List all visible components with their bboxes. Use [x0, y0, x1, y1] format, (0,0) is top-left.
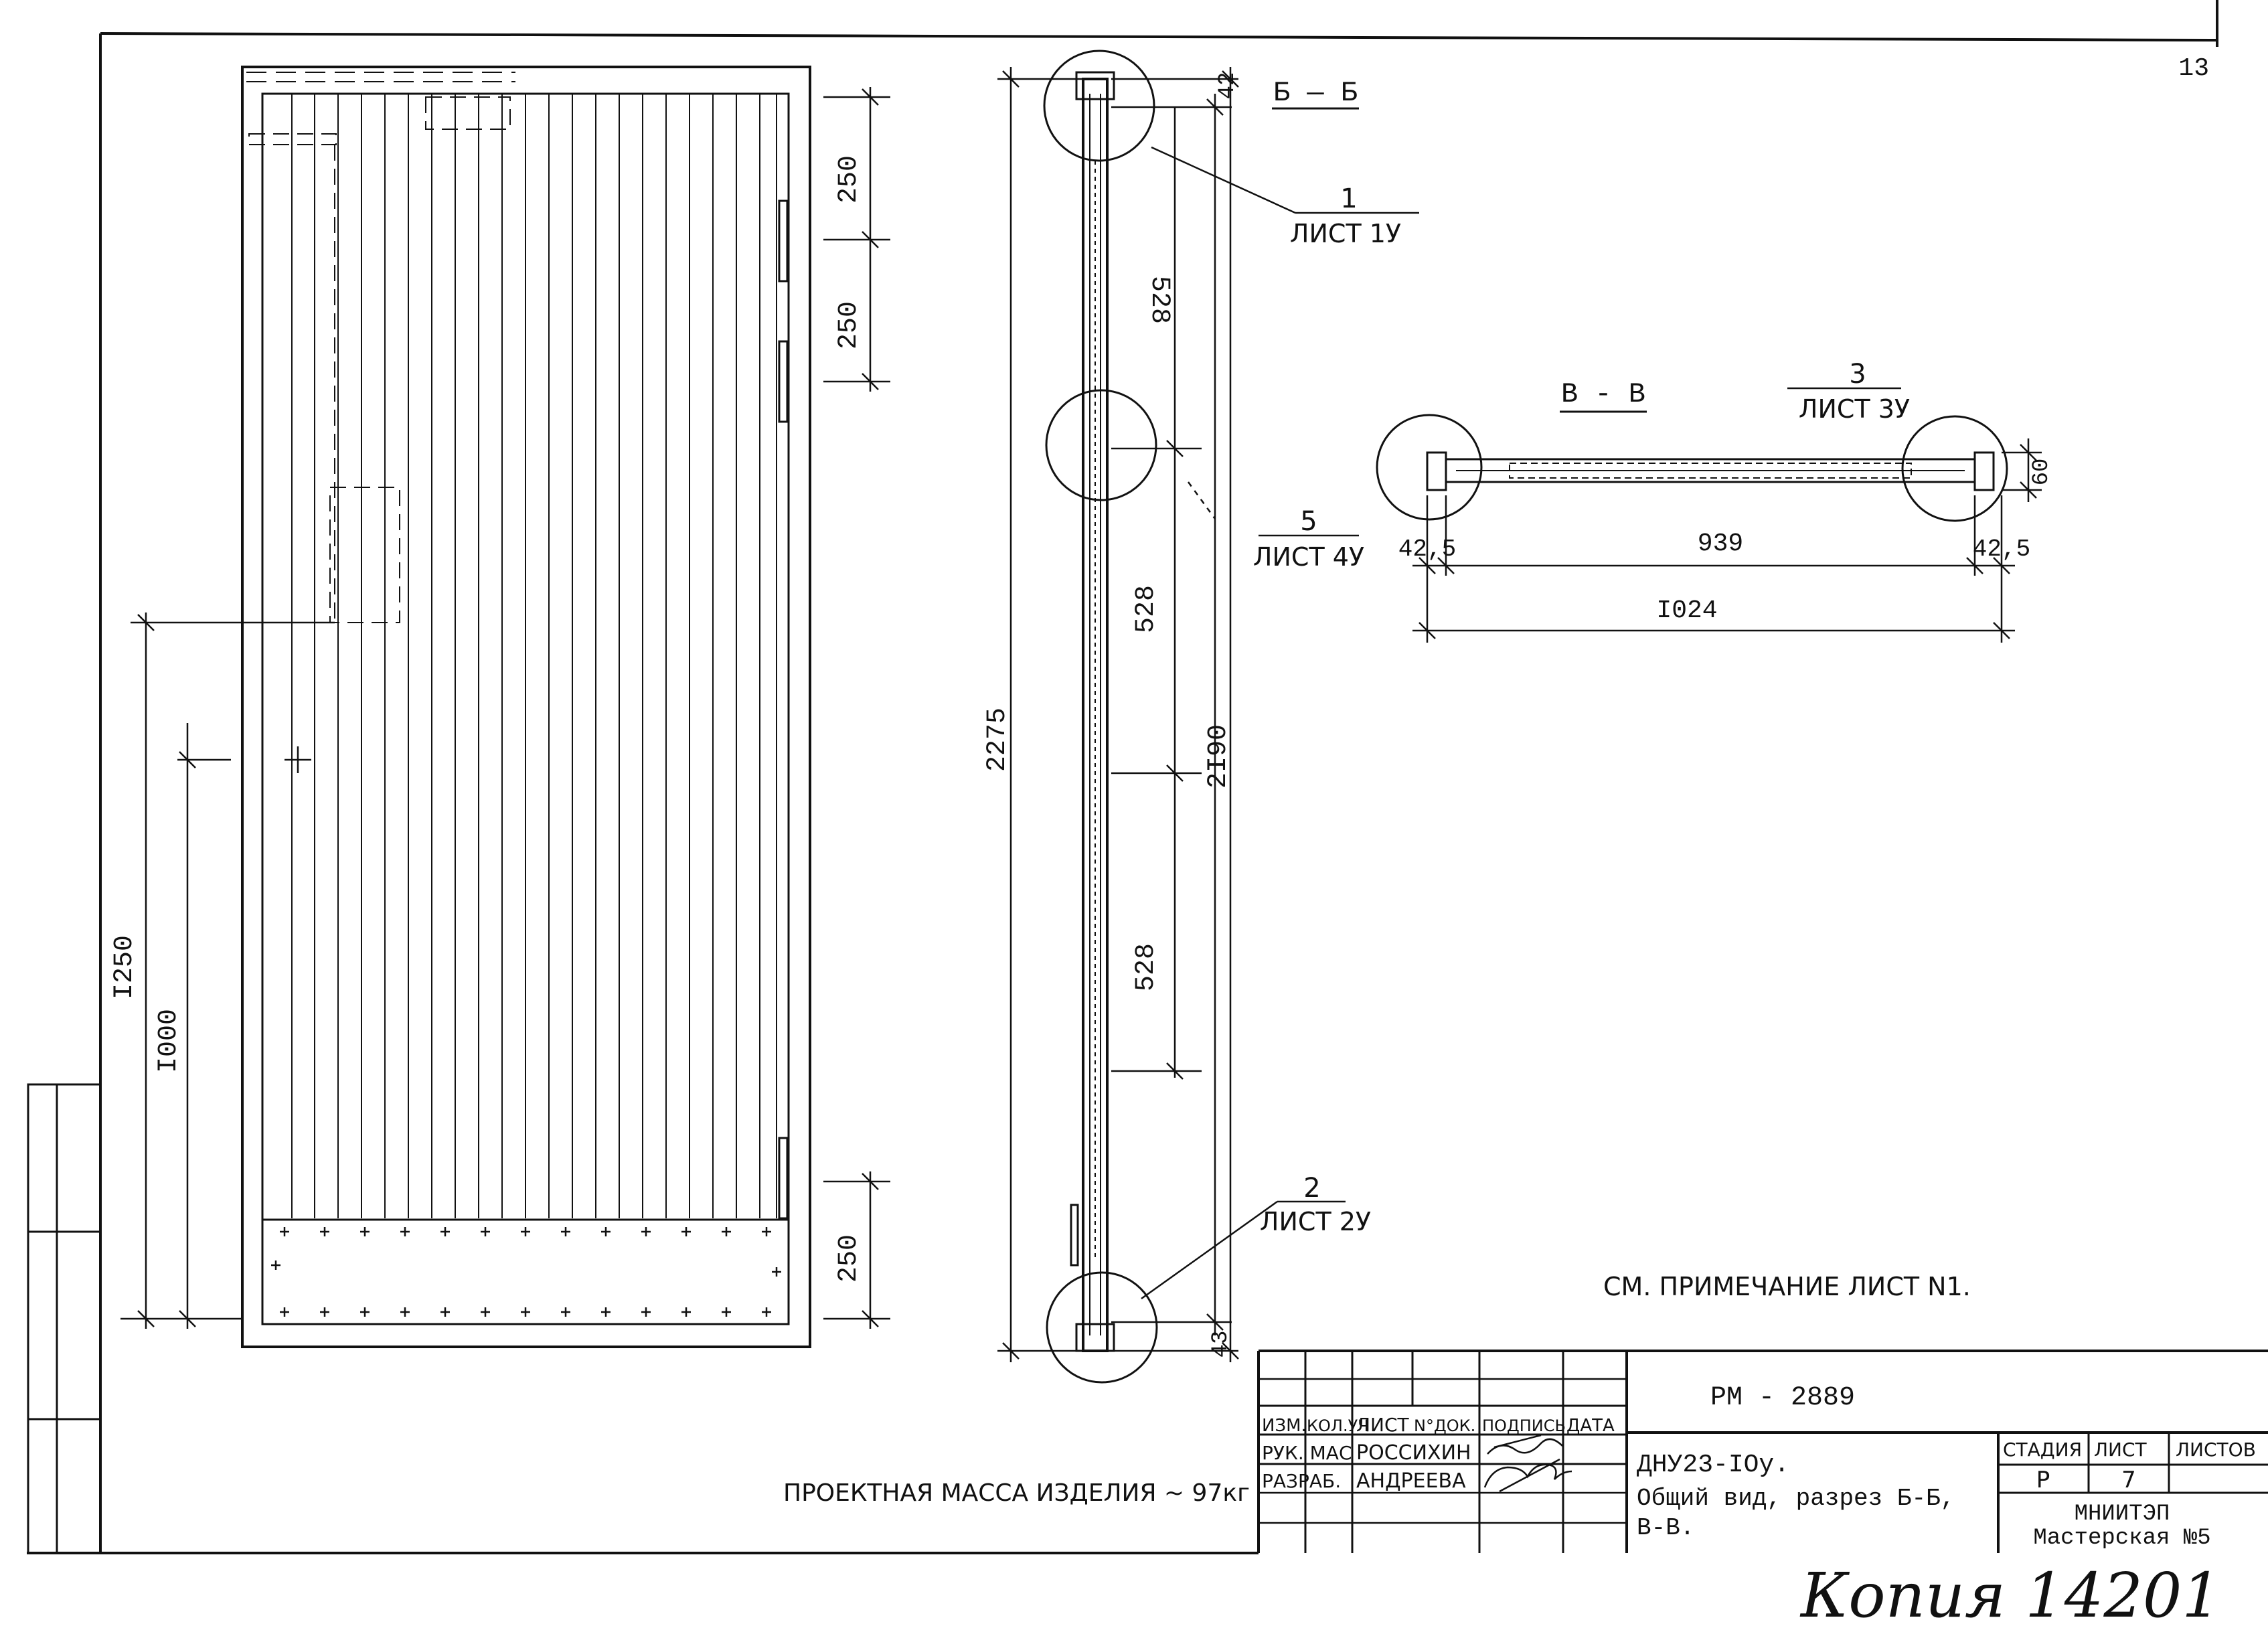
detail-circle-5	[1376, 414, 1483, 521]
dim-528-a: 528	[1144, 276, 1174, 324]
tb-header-doc: N°ДОК.	[1414, 1416, 1475, 1435]
signature-1	[1487, 1434, 1563, 1455]
section-vv-label: В - В	[1561, 378, 1645, 410]
tb-stage-value: Р	[2036, 1467, 2050, 1493]
dim-42-5-left: 42,5	[1398, 536, 1456, 563]
callout-2-sheet: ЛИСТ 2У	[1260, 1207, 1371, 1236]
side-view-dims	[997, 67, 1239, 1362]
tb-stage-label: СТАДИЯ	[2003, 1439, 2082, 1461]
tb-name-1: РОССИХИН	[1356, 1441, 1471, 1465]
front-view	[241, 66, 811, 1348]
front-view-left-dims	[120, 613, 335, 1329]
tb-header-sign: ПОДПИСЬ	[1482, 1416, 1566, 1435]
callout-3-number: 3	[1849, 359, 1866, 390]
callout-leaders	[1141, 146, 1901, 1300]
callout-2-number: 2	[1303, 1173, 1320, 1204]
detail-circle-3	[1901, 415, 2008, 522]
callout-3-sheet: ЛИСТ 3У	[1799, 394, 1910, 424]
callout-5-number: 5	[1300, 506, 1317, 537]
tb-desc-line2: В-В.	[1637, 1514, 1694, 1542]
callout-5-sheet: ЛИСТ 4У	[1253, 542, 1364, 572]
dim-528-b: 528	[1131, 585, 1161, 633]
tb-sheet-value: 7	[2121, 1467, 2136, 1493]
tb-header-list: ЛИСТ	[1356, 1414, 1410, 1436]
note-see-sheet-1: СМ. ПРИМЕЧАНИЕ ЛИСТ N1.	[1603, 1272, 1971, 1301]
tb-name-2: АНДРЕЕВА	[1356, 1469, 1466, 1493]
tb-sheets-label: ЛИСТОВ	[2176, 1439, 2256, 1461]
side-view	[1043, 50, 1158, 1384]
detail-circle-2	[1046, 1271, 1158, 1384]
tb-doc-code: РМ - 2889	[1710, 1383, 1855, 1413]
tb-org-line2: Мастерская №5	[2033, 1526, 2210, 1551]
tb-org-line1: МНИИТЭП	[2075, 1501, 2170, 1527]
section-vv	[1376, 414, 2008, 522]
handwritten-copy-number: Копия 14201	[1799, 1560, 2221, 1628]
tb-desc-line1: Общий вид, разрез Б-Б,	[1637, 1485, 1955, 1512]
tb-header-date: ДАТА	[1566, 1416, 1615, 1436]
dim-939: 939	[1698, 530, 1743, 558]
mass-note: ПРОЕКТНАЯ МАССА ИЗДЕЛИЯ ~ 97кг	[783, 1479, 1250, 1507]
dim-42-5-right: 42,5	[1973, 536, 2030, 563]
dim-250-top: 250	[834, 155, 864, 204]
section-vv-dims	[1412, 438, 2042, 643]
dim-250-bottom: 250	[834, 1234, 864, 1283]
tb-product: ДНУ23-IOу.	[1637, 1451, 1789, 1479]
dim-42: 42	[1215, 72, 1240, 100]
callout-1-sheet: ЛИСТ 1У	[1290, 219, 1401, 248]
dim-43: 43	[1208, 1331, 1234, 1358]
page-number: 13	[2178, 54, 2209, 83]
sheet-frame	[27, 0, 2218, 1554]
section-bb-label: Б — Б	[1273, 77, 1358, 109]
dim-528-c: 528	[1131, 943, 1161, 991]
dim-1250: I250	[110, 935, 140, 999]
tb-header-kol: КОЛ.УЧ	[1307, 1416, 1369, 1435]
dim-2275: 2275	[983, 708, 1013, 772]
callout-1-number: 1	[1340, 183, 1357, 214]
detail-circle-mid	[1045, 389, 1157, 501]
tb-role-1: РУК. МАС	[1262, 1442, 1352, 1464]
dim-2190: 2I90	[1204, 724, 1234, 789]
dim-1024: I024	[1656, 596, 1717, 625]
title-block	[1257, 1350, 2268, 1553]
fastener-marks	[271, 746, 781, 1317]
vertical-boards	[291, 94, 777, 1218]
tb-header-izm: ИЗМ.	[1262, 1416, 1307, 1436]
signature-2	[1483, 1458, 1572, 1493]
front-view-right-dims	[823, 87, 890, 1329]
dim-1000: I000	[154, 1009, 184, 1073]
dim-250-middle: 250	[834, 301, 864, 349]
tb-sheet-label: ЛИСТ	[2094, 1439, 2148, 1461]
detail-circle-1	[1043, 50, 1155, 162]
dim-60: 60	[2029, 459, 2054, 486]
tb-role-2: РАЗРАБ.	[1262, 1470, 1341, 1492]
